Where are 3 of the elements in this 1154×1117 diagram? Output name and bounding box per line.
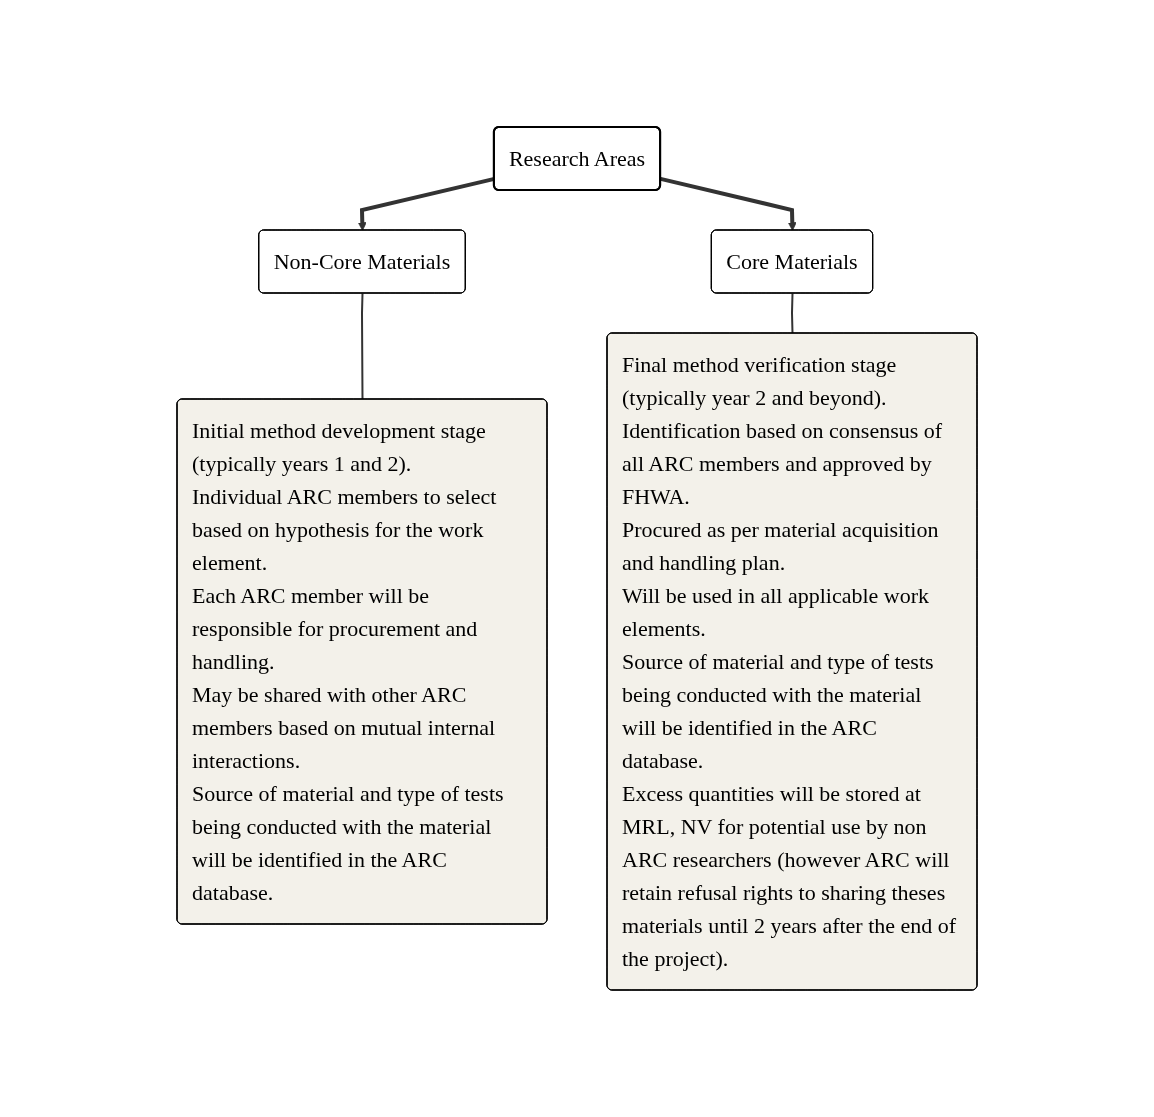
connector xyxy=(791,292,794,335)
connector xyxy=(361,292,364,401)
arrow xyxy=(660,176,797,231)
